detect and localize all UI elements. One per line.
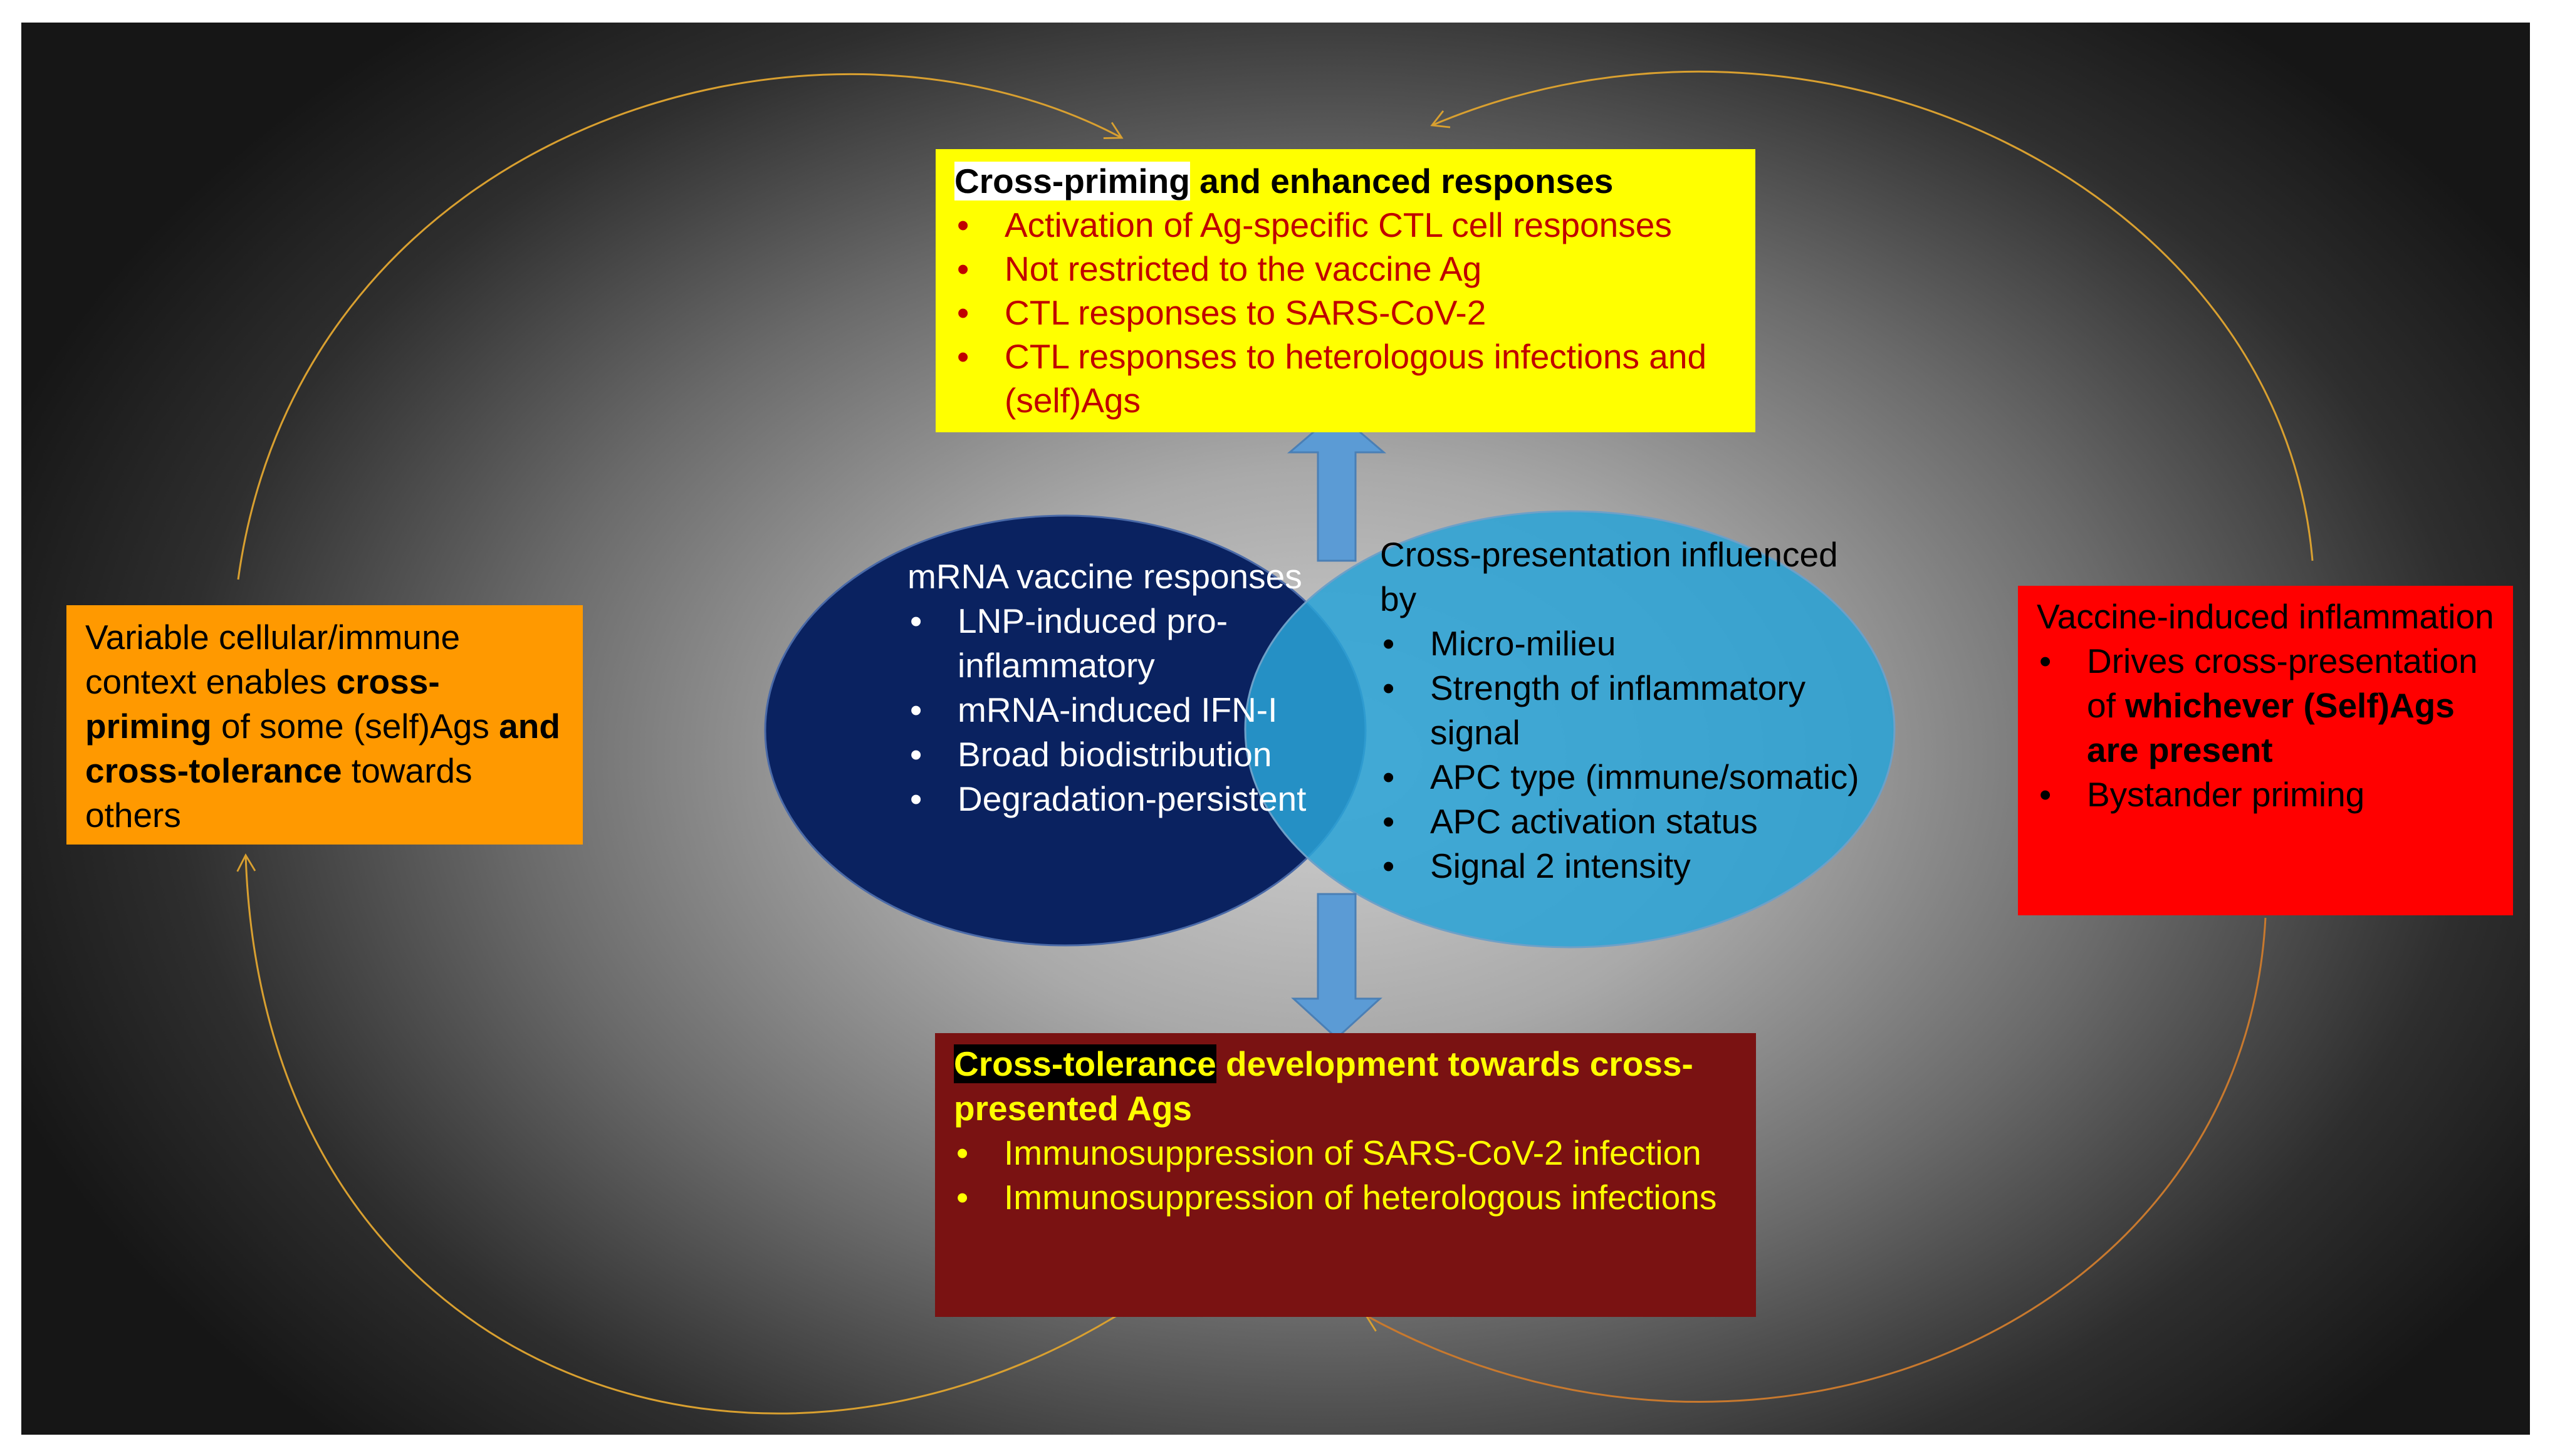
inflammation-list: Drives cross-presentation of whichever (… [2037, 639, 2494, 817]
list-item: Bystander priming [2037, 772, 2494, 817]
list-item: Immunosuppression of SARS-CoV-2 infectio… [954, 1131, 1737, 1175]
connector-bottom-to-left [236, 853, 1122, 1415]
cross-priming-title-highlight: Cross-priming [954, 162, 1190, 200]
text-segment-bold: and cross-tolerance [85, 707, 560, 790]
text-segment: towards others [85, 751, 473, 835]
mrna-vaccine-responses-list: LNP-induced pro-inflammatory mRNA-induce… [907, 599, 1371, 821]
cross-tolerance-title: Cross-tolerance development towards cros… [954, 1042, 1737, 1131]
list-item: APC type (immune/somatic) [1380, 755, 1869, 799]
inflammation-box: Vaccine-induced inflammation Drives cros… [2018, 586, 2513, 915]
cross-presentation-list: Micro-milieu Strength of inflammatory si… [1380, 621, 1869, 888]
list-item: Degradation-persistent [907, 777, 1371, 821]
cross-priming-box: Cross-priming and enhanced responses Act… [936, 149, 1755, 432]
list-item: APC activation status [1380, 799, 1869, 844]
connector-right-to-top [1430, 70, 2314, 561]
text-segment: of some (self)Ags [211, 707, 499, 746]
up-block-arrow [1287, 411, 1387, 562]
cross-presentation-title: Cross-presentation influenced by [1380, 535, 1838, 618]
text-segment-bold: cross-priming [85, 662, 440, 746]
cross-priming-title: Cross-priming and enhanced responses [954, 159, 1737, 203]
list-item: Micro-milieu [1380, 621, 1869, 666]
cross-priming-title-rest: and enhanced responses [1189, 162, 1614, 200]
down-block-arrow [1291, 893, 1382, 1040]
list-item: Broad biodistribution [907, 732, 1371, 777]
cellular-context-text: Variable cellular/immune context enables… [85, 615, 564, 838]
list-item: Not restricted to the vaccine Ag [954, 247, 1737, 291]
list-item: mRNA-induced IFN-I [907, 688, 1371, 732]
connector-left-to-top [237, 73, 1124, 580]
list-item: Activation of Ag-specific CTL cell respo… [954, 203, 1737, 247]
text-segment: Drives cross-presentation of [2087, 642, 2478, 725]
text-segment: Variable cellular/immune context enables [85, 618, 461, 701]
cellular-context-box: Variable cellular/immune context enables… [66, 605, 583, 845]
list-item: Drives cross-presentation of whichever (… [2037, 639, 2494, 772]
list-item: CTL responses to heterologous infections… [954, 335, 1737, 422]
cross-tolerance-box: Cross-tolerance development towards cros… [935, 1033, 1756, 1317]
cross-tolerance-title-highlight: Cross-tolerance [954, 1044, 1216, 1083]
list-item: LNP-induced pro-inflammatory [907, 599, 1371, 688]
cross-presentation-text: Cross-presentation influenced by Micro-m… [1380, 533, 1869, 888]
list-item: CTL responses to SARS-CoV-2 [954, 291, 1737, 335]
cross-priming-list: Activation of Ag-specific CTL cell respo… [954, 203, 1737, 422]
connector-right-to-bottom [1364, 917, 2267, 1403]
list-item: Immunosuppression of heterologous infect… [954, 1175, 1737, 1220]
list-item: Strength of inflammatory signal [1380, 666, 1869, 755]
list-item: Signal 2 intensity [1380, 844, 1869, 888]
mrna-vaccine-responses-text: mRNA vaccine responses LNP-induced pro-i… [907, 554, 1371, 821]
text-segment-bold: whichever (Self)Ags are present [2087, 686, 2455, 769]
cross-tolerance-title-rest: development towards cross-presented Ags [954, 1044, 1693, 1128]
mrna-vaccine-responses-title: mRNA vaccine responses [907, 557, 1302, 596]
inflammation-title: Vaccine-induced inflammation [2037, 597, 2494, 636]
cross-tolerance-list: Immunosuppression of SARS-CoV-2 infectio… [954, 1131, 1737, 1220]
